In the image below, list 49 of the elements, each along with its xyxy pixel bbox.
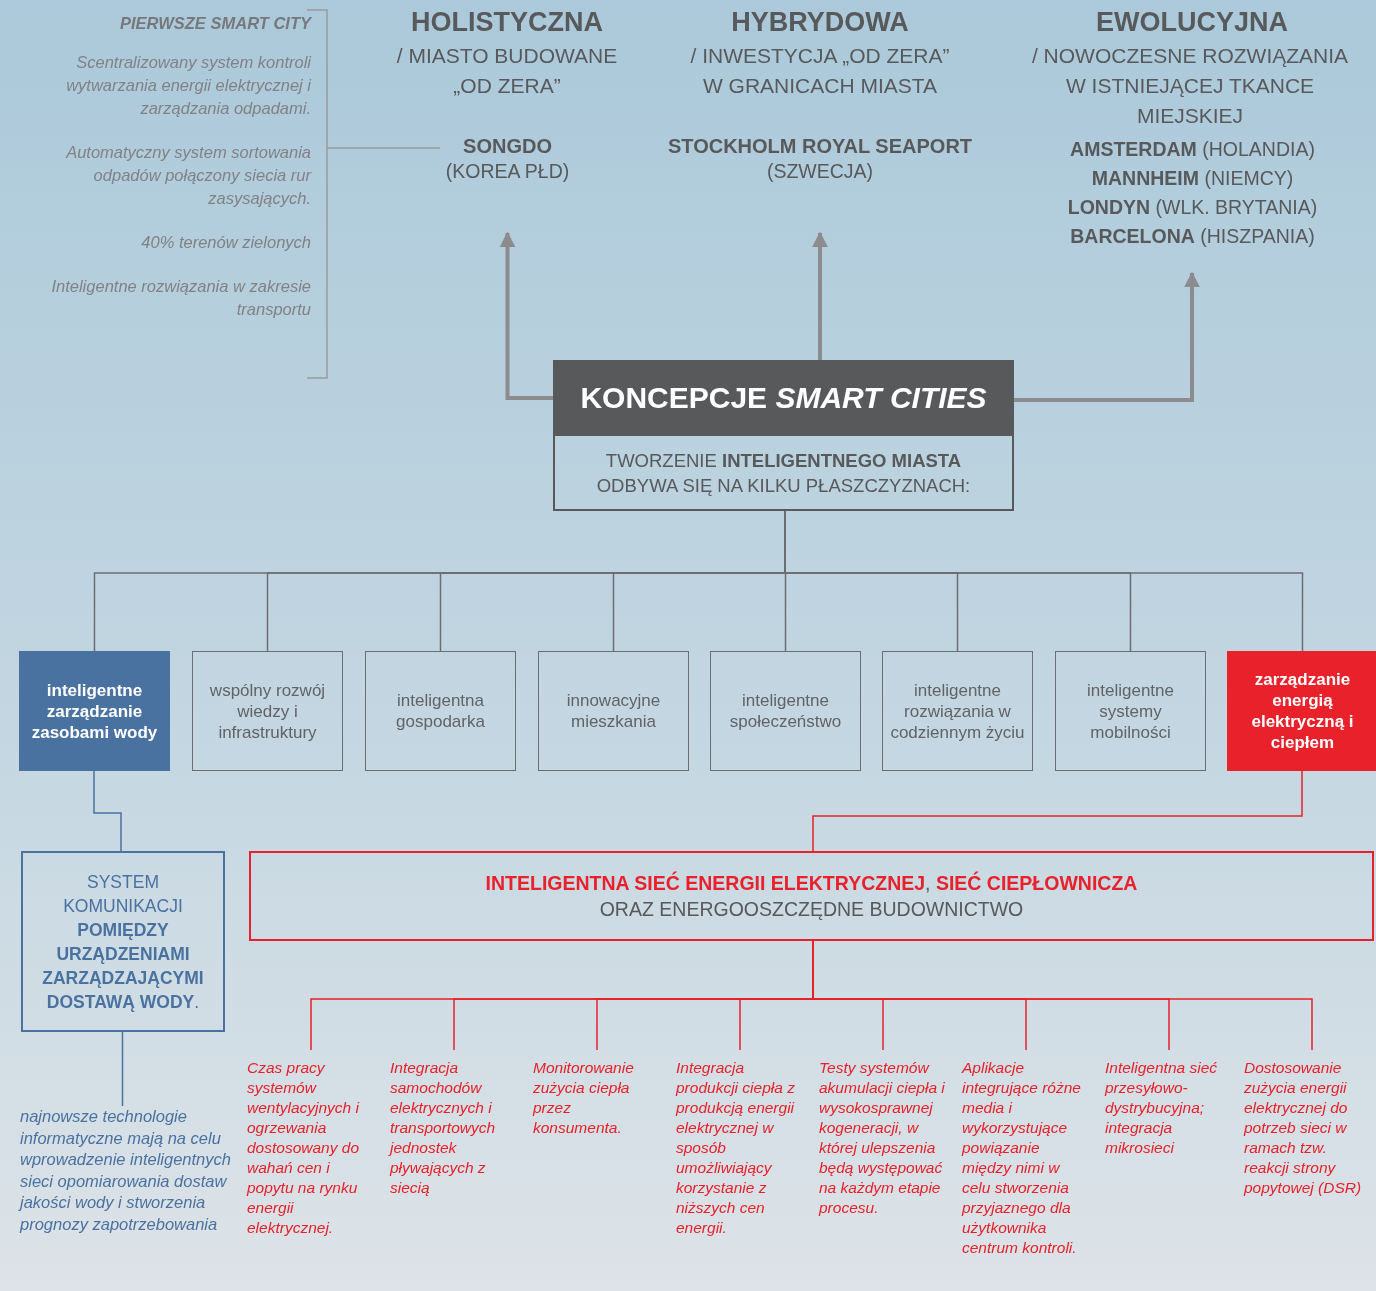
city-list-item: AMSTERDAM (HOLANDIA) [1069, 137, 1316, 162]
column-subheading: / NOWOCZESNE ROZWIĄZANIA W ISTNIEJĄCEJ TKANCE MIEJSKIEJ [1030, 43, 1350, 129]
note-text: Scentralizowany system kontroli wytwarzania energii elektrycznej i zarządzania odpadami. [65, 52, 313, 119]
column-heading: HYBRYDOWA [730, 6, 910, 38]
description-text: Integracja produkcji ciepła z produkcją energii elektrycznej w sposób umożliwiający korzystanie z niższych cen energii. [676, 1058, 806, 1288]
connector-line [121, 1031, 124, 1107]
category-box: inteligentne rozwiązania w codziennym życiu [882, 651, 1033, 771]
arrow [812, 231, 828, 360]
description-text: Czas pracy systemów wentylacyjnych i ogrzewania dostosowany do wahań cen i popytu na rynku energii elektrycznej. [247, 1058, 377, 1288]
connector-line [812, 940, 1313, 1051]
category-box: innowacyjne mieszkania [538, 651, 689, 771]
category-box: wspólny rozwój wiedzy i infrastruktury [192, 651, 343, 771]
country-name: (SZWECJA) [765, 159, 875, 184]
country-name: (KOREA PŁD) [444, 159, 571, 184]
category-box: zarządzanie energią elektryczną i ciepłem [1227, 651, 1376, 771]
arrow [499, 231, 553, 400]
description-text: Monitorowanie zużycia ciepła przez konsumenta. [533, 1058, 663, 1288]
column-subheading: / INWESTYCJA „OD ZERA” W GRANICACH MIASTA [689, 43, 951, 99]
description-text: Inteligentna sieć przesyłowo-dystrybucyjna; integracja mikrosieci [1105, 1058, 1235, 1288]
city-list-item: MANNHEIM (NIEMCY) [1090, 166, 1295, 191]
city-name: SONGDO [462, 134, 553, 159]
connector-line [812, 770, 1303, 852]
description-text: Dostosowanie zużycia energii elektrycznej do potrzeb sieci w ramach tzw. reakcji strony popytowej (DSR) [1244, 1058, 1374, 1288]
city-name: STOCKHOLM ROYAL SEAPORT [666, 134, 974, 159]
description-text: Integracja samochodów elektrycznych i transportowych jednostek pływających z siecią [390, 1058, 520, 1288]
city-list-item: LONDYN (WLK. BRYTANIA) [1066, 195, 1319, 220]
note-text: 40% terenów zielonych [140, 232, 312, 253]
connector-line [326, 147, 441, 149]
column-heading: EWOLUCYJNA [1095, 6, 1289, 38]
connector-line [93, 770, 122, 852]
note-heading: PIERWSZE SMART CITY [119, 13, 313, 34]
description-text: Aplikacje integrujące różne media i wykorzystujące powiązanie między nimi w celu stworzenia przyjaznego dla użytkownika centrum kontroli. [962, 1058, 1092, 1288]
description-text: najnowsze technologie informatyczne mają na celu wprowadzenie inteligentnych sieci opomiarowania dostaw jakości wody i stworzenia prognozy zapotrzebowania [20, 1106, 235, 1256]
category-box: inteligentne systemy mobilności [1055, 651, 1206, 771]
note-text: Inteligentne rozwiązania w zakresie transportu [50, 276, 312, 320]
arrow [1014, 271, 1200, 402]
category-box: inteligentne społeczeństwo [710, 651, 861, 771]
connector-line [784, 510, 1304, 652]
info-box: SYSTEM KOMUNIKACJI POMIĘDZY URZĄDZENIAMI ZARZĄDZAJĄCYMI DOSTAWĄ WODY. [21, 851, 225, 1032]
category-box: inteligentna gospodarka [365, 651, 516, 771]
city-list-item: BARCELONA (HISZPANIA) [1069, 224, 1316, 249]
highlight-box: INTELIGENTNA SIEĆ ENERGII ELEKTRYCZNEJ, SIEĆ CIEPŁOWNICZA ORAZ ENERGOOSZCZĘDNE BUDOWNICTWO [249, 851, 1374, 941]
description-text: Testy systemów akumulacji ciepła i wysokosprawnej kogeneracji, w której ulepszenia będą występować na każdym etapie procesu. [819, 1058, 949, 1288]
title-band: KONCEPCJE SMART CITIES [553, 360, 1014, 436]
subtitle-box: TWORZENIE INTELIGENTNEGO MIASTA ODBYWA SIĘ NA KILKU PŁASZCZYZNACH: [553, 436, 1014, 511]
note-text: Automatyczny system sortowania odpadów połączony siecia rur zasysających. [64, 142, 313, 209]
column-heading: HOLISTYCZNA [410, 6, 604, 38]
category-box: inteligentne zarządzanie zasobami wody [19, 651, 170, 771]
column-subheading: / MIASTO BUDOWANE „OD ZERA” [395, 43, 619, 99]
